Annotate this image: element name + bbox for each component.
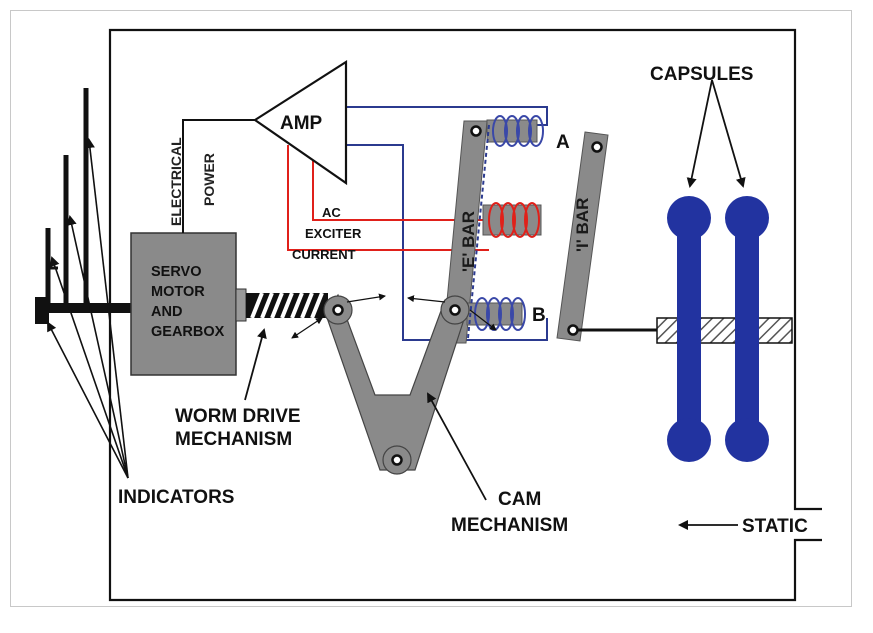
cam-label-line1: CAM [498, 489, 541, 510]
servo-label-line3: AND [151, 304, 182, 320]
pivot-holes [332, 125, 482, 466]
worm-drive [246, 292, 328, 319]
cam-label-line2: MECHANISM [451, 515, 568, 536]
servo-label-line1: SERVO [151, 264, 202, 280]
indicator-arrows [47, 138, 129, 479]
coil-a-label: A [556, 132, 570, 153]
coil-b-label: B [532, 305, 546, 326]
cam-mechanism [323, 293, 470, 475]
i-bar [556, 131, 609, 342]
servo-label-line2: MOTOR [151, 284, 205, 300]
ac-label: AC [322, 205, 341, 220]
electrical-label: ELECTRICAL [168, 137, 184, 226]
coils [474, 115, 544, 331]
servo-label-line4: GEARBOX [151, 324, 225, 340]
indicators-label: INDICATORS [118, 487, 234, 508]
capsules-label: CAPSULES [650, 64, 753, 85]
pointer-arrows [244, 79, 746, 530]
servo-motor-box [130, 232, 237, 376]
electrical-power-line [182, 119, 255, 233]
indicators [35, 88, 135, 324]
amp-label: AMP [280, 113, 323, 134]
worm-label-line2: MECHANISM [175, 429, 292, 450]
i-bar-label: 'I' BAR [573, 198, 592, 252]
static-label: STATIC [742, 516, 808, 537]
red-wires [287, 145, 489, 251]
power-label: POWER [201, 153, 217, 206]
e-bar-label: 'E' BAR [459, 211, 478, 272]
capsules [667, 196, 769, 462]
motion-arrows [291, 293, 497, 339]
amp-triangle [253, 59, 348, 186]
current-label: CURRENT [292, 247, 356, 262]
exciter-label: EXCITER [305, 226, 362, 241]
worm-label-line1: WORM DRIVE [175, 406, 301, 427]
case-outline [108, 28, 822, 602]
